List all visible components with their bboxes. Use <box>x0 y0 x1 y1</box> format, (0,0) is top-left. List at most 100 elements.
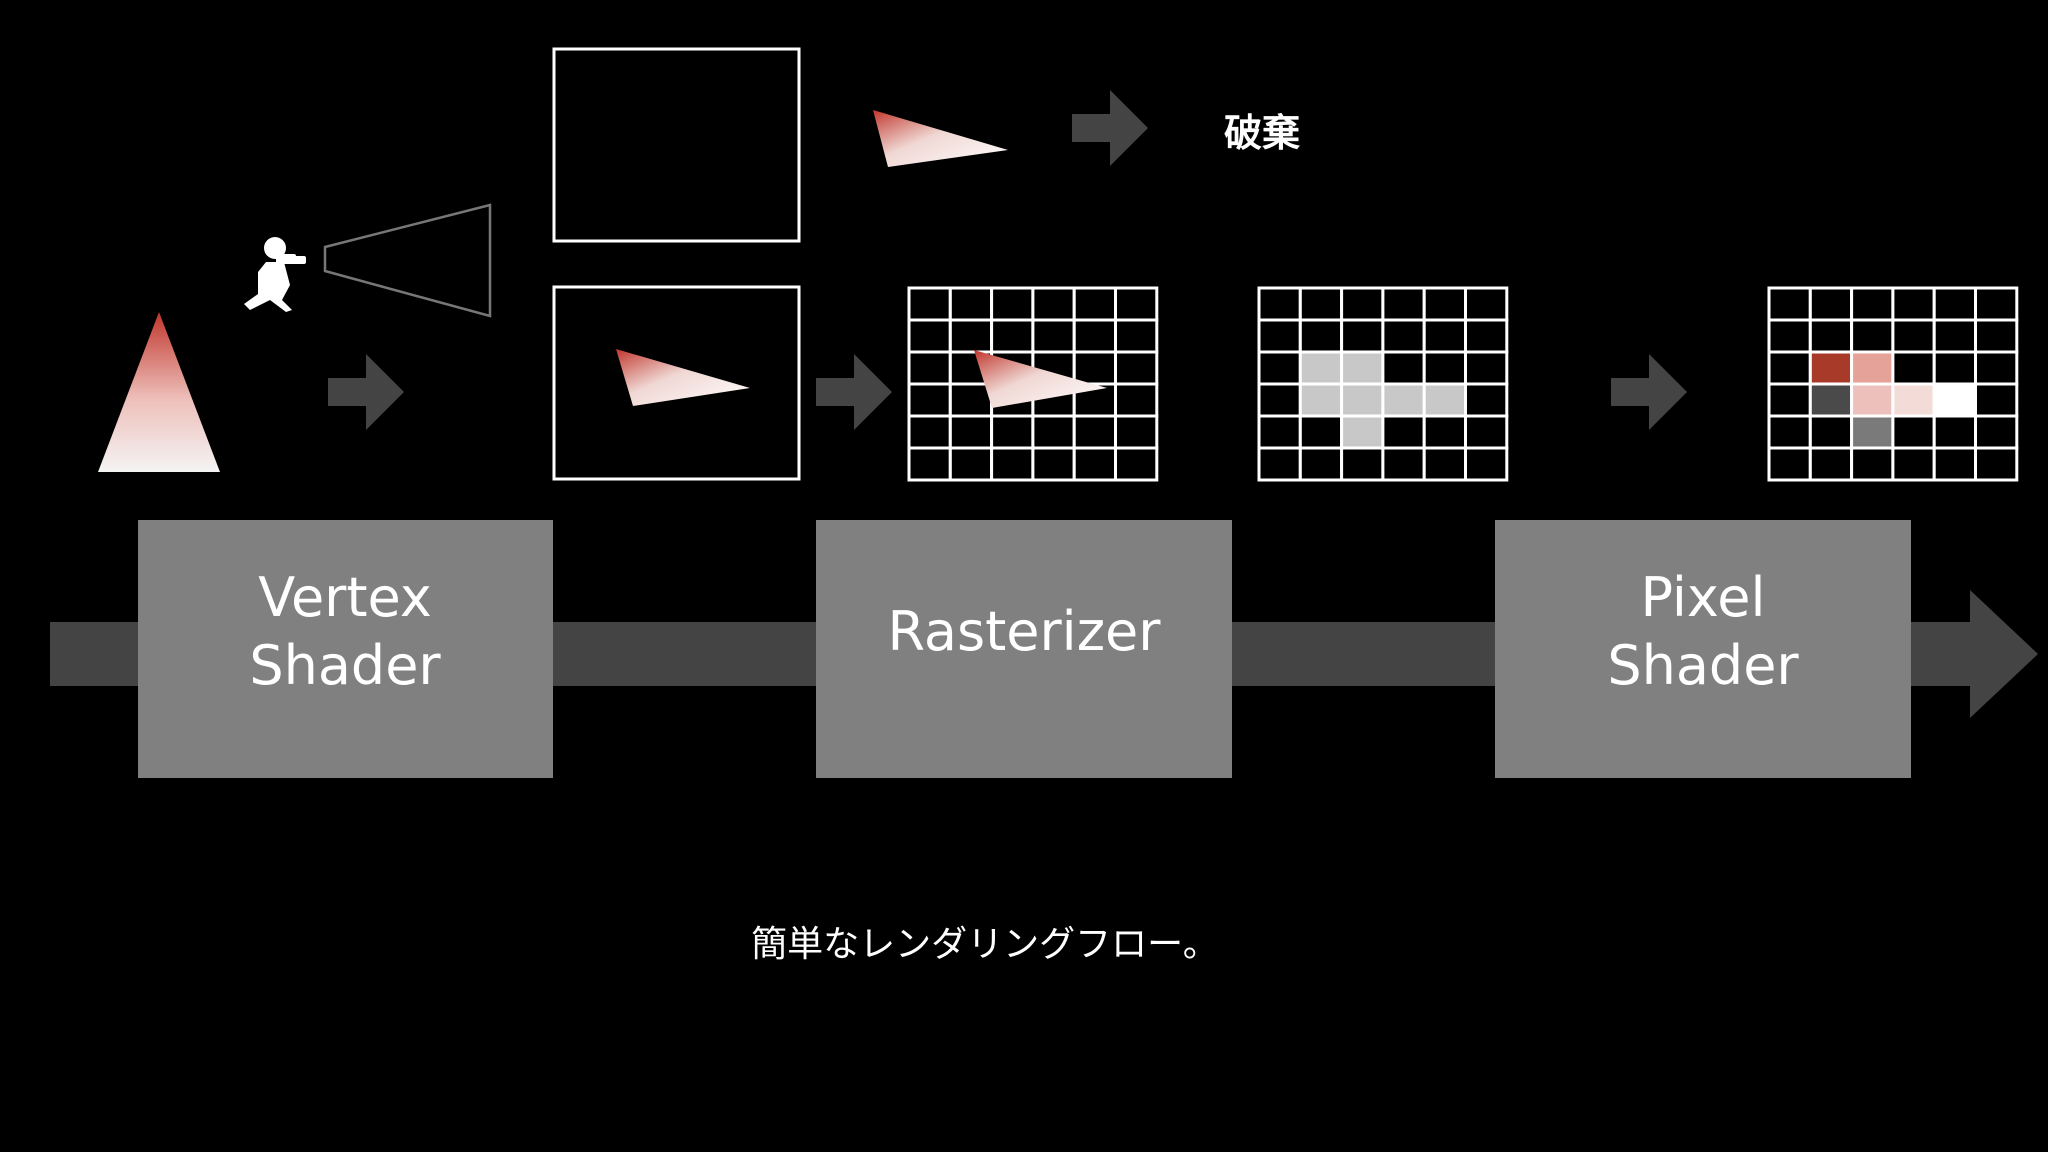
grid-cell <box>1932 382 1977 418</box>
grid-cell <box>907 350 952 386</box>
grid-cell <box>1298 318 1344 354</box>
grid-cell <box>1422 446 1467 482</box>
grid-cell <box>1850 446 1895 482</box>
arrow-right-icon <box>1611 354 1687 430</box>
grid-cell <box>1932 414 1977 450</box>
grid-cell <box>1422 318 1467 354</box>
grid-cell <box>1340 382 1385 418</box>
grid-cell <box>1850 350 1895 386</box>
grid-cell <box>1767 446 1812 482</box>
grid-cell <box>1257 446 1302 482</box>
grid-cell <box>1422 382 1467 418</box>
grid-cell <box>1974 318 2019 354</box>
flow-arrowhead <box>1970 590 2038 718</box>
grid-cell <box>1891 382 1936 418</box>
grid-cell <box>1340 350 1385 386</box>
grid-cell <box>1381 286 1426 322</box>
grid-cell <box>1422 350 1467 386</box>
grid-cell <box>1114 350 1159 386</box>
grid-cell <box>1257 414 1302 450</box>
grid-cell <box>1298 382 1344 418</box>
rasterized-triangle <box>974 350 1107 408</box>
grid-cell <box>907 382 952 418</box>
grid-cell <box>990 446 1035 482</box>
discard-label: 破棄 <box>1224 111 1300 155</box>
grid-cell <box>1808 350 1854 386</box>
grid-cell <box>1767 382 1812 418</box>
grid-cell <box>1808 286 1854 322</box>
grid-cell <box>1257 286 1302 322</box>
grid-cell <box>1114 446 1159 482</box>
grid-cell <box>1974 446 2019 482</box>
grid-cell <box>1257 350 1302 386</box>
grid-cell <box>1031 286 1076 322</box>
arrow-right-icon <box>328 354 404 430</box>
grid-cell <box>1850 414 1895 450</box>
caption: 簡単なレンダリングフロー。 <box>751 924 1219 965</box>
grid-cell <box>1031 446 1076 482</box>
grid-cell <box>1464 318 1509 354</box>
rasterizer-label: Rasterizer <box>888 600 1162 663</box>
grid-cell <box>1114 318 1159 354</box>
grid-cell <box>1891 286 1936 322</box>
grid-cell <box>1464 350 1509 386</box>
grid-cell <box>1257 382 1302 418</box>
grid-cell <box>948 286 994 322</box>
grid-cell <box>1340 286 1385 322</box>
grid-cell <box>1891 318 1936 354</box>
grid-cell <box>1767 350 1812 386</box>
grid-cell <box>1932 446 1977 482</box>
grid-cell <box>1422 286 1467 322</box>
grid-cell <box>1072 286 1117 322</box>
grid-cell <box>1114 286 1159 322</box>
grid-cell <box>1257 318 1302 354</box>
grid-cell <box>1464 286 1509 322</box>
grid-cell <box>1381 446 1426 482</box>
grid-cell <box>1932 350 1977 386</box>
grid-cell <box>948 446 994 482</box>
vertex-shader-label: Vertex <box>258 566 432 629</box>
grid-cell <box>1072 318 1117 354</box>
covered-pixels-grid <box>1257 286 1509 482</box>
grid-cell <box>990 318 1035 354</box>
grid-cell <box>990 414 1035 450</box>
vertex-shader-label-2: Shader <box>249 634 441 697</box>
grid-cell <box>1114 414 1159 450</box>
grid-cell <box>990 286 1035 322</box>
arrow-right-icon <box>816 354 892 430</box>
grid-cell <box>1340 414 1385 450</box>
grid-cell <box>1381 382 1426 418</box>
grid-cell <box>1031 414 1076 450</box>
pixel-shader-label-2: Shader <box>1607 634 1799 697</box>
grid-cell <box>907 414 952 450</box>
grid-cell <box>1891 446 1936 482</box>
arrow-right-icon <box>1072 90 1148 166</box>
grid-cell <box>907 318 952 354</box>
input-triangle <box>98 312 220 472</box>
grid-cell <box>1340 318 1385 354</box>
grid-cell <box>1381 318 1426 354</box>
grid-cell <box>1298 286 1344 322</box>
grid-cell <box>1974 382 2019 418</box>
grid-cell <box>948 318 994 354</box>
grid-cell <box>1808 446 1854 482</box>
grid-cell <box>1072 446 1117 482</box>
grid-cell <box>1031 318 1076 354</box>
grid-cell <box>1464 446 1509 482</box>
grid-cell <box>1767 318 1812 354</box>
grid-cell <box>948 382 994 418</box>
grid-cell <box>1850 318 1895 354</box>
grid-cell <box>1974 414 2019 450</box>
discarded-triangle <box>873 110 1008 167</box>
grid-cell <box>1932 318 1977 354</box>
grid-cell <box>948 414 994 450</box>
vertex-shader-box <box>138 520 553 778</box>
grid-cell <box>1850 382 1895 418</box>
grid-cell <box>1072 414 1117 450</box>
grid-cell <box>1808 318 1854 354</box>
grid-cell <box>1072 350 1117 386</box>
grid-cell <box>1464 382 1509 418</box>
grid-cell <box>1340 446 1385 482</box>
pixel-shader-box <box>1495 520 1911 778</box>
